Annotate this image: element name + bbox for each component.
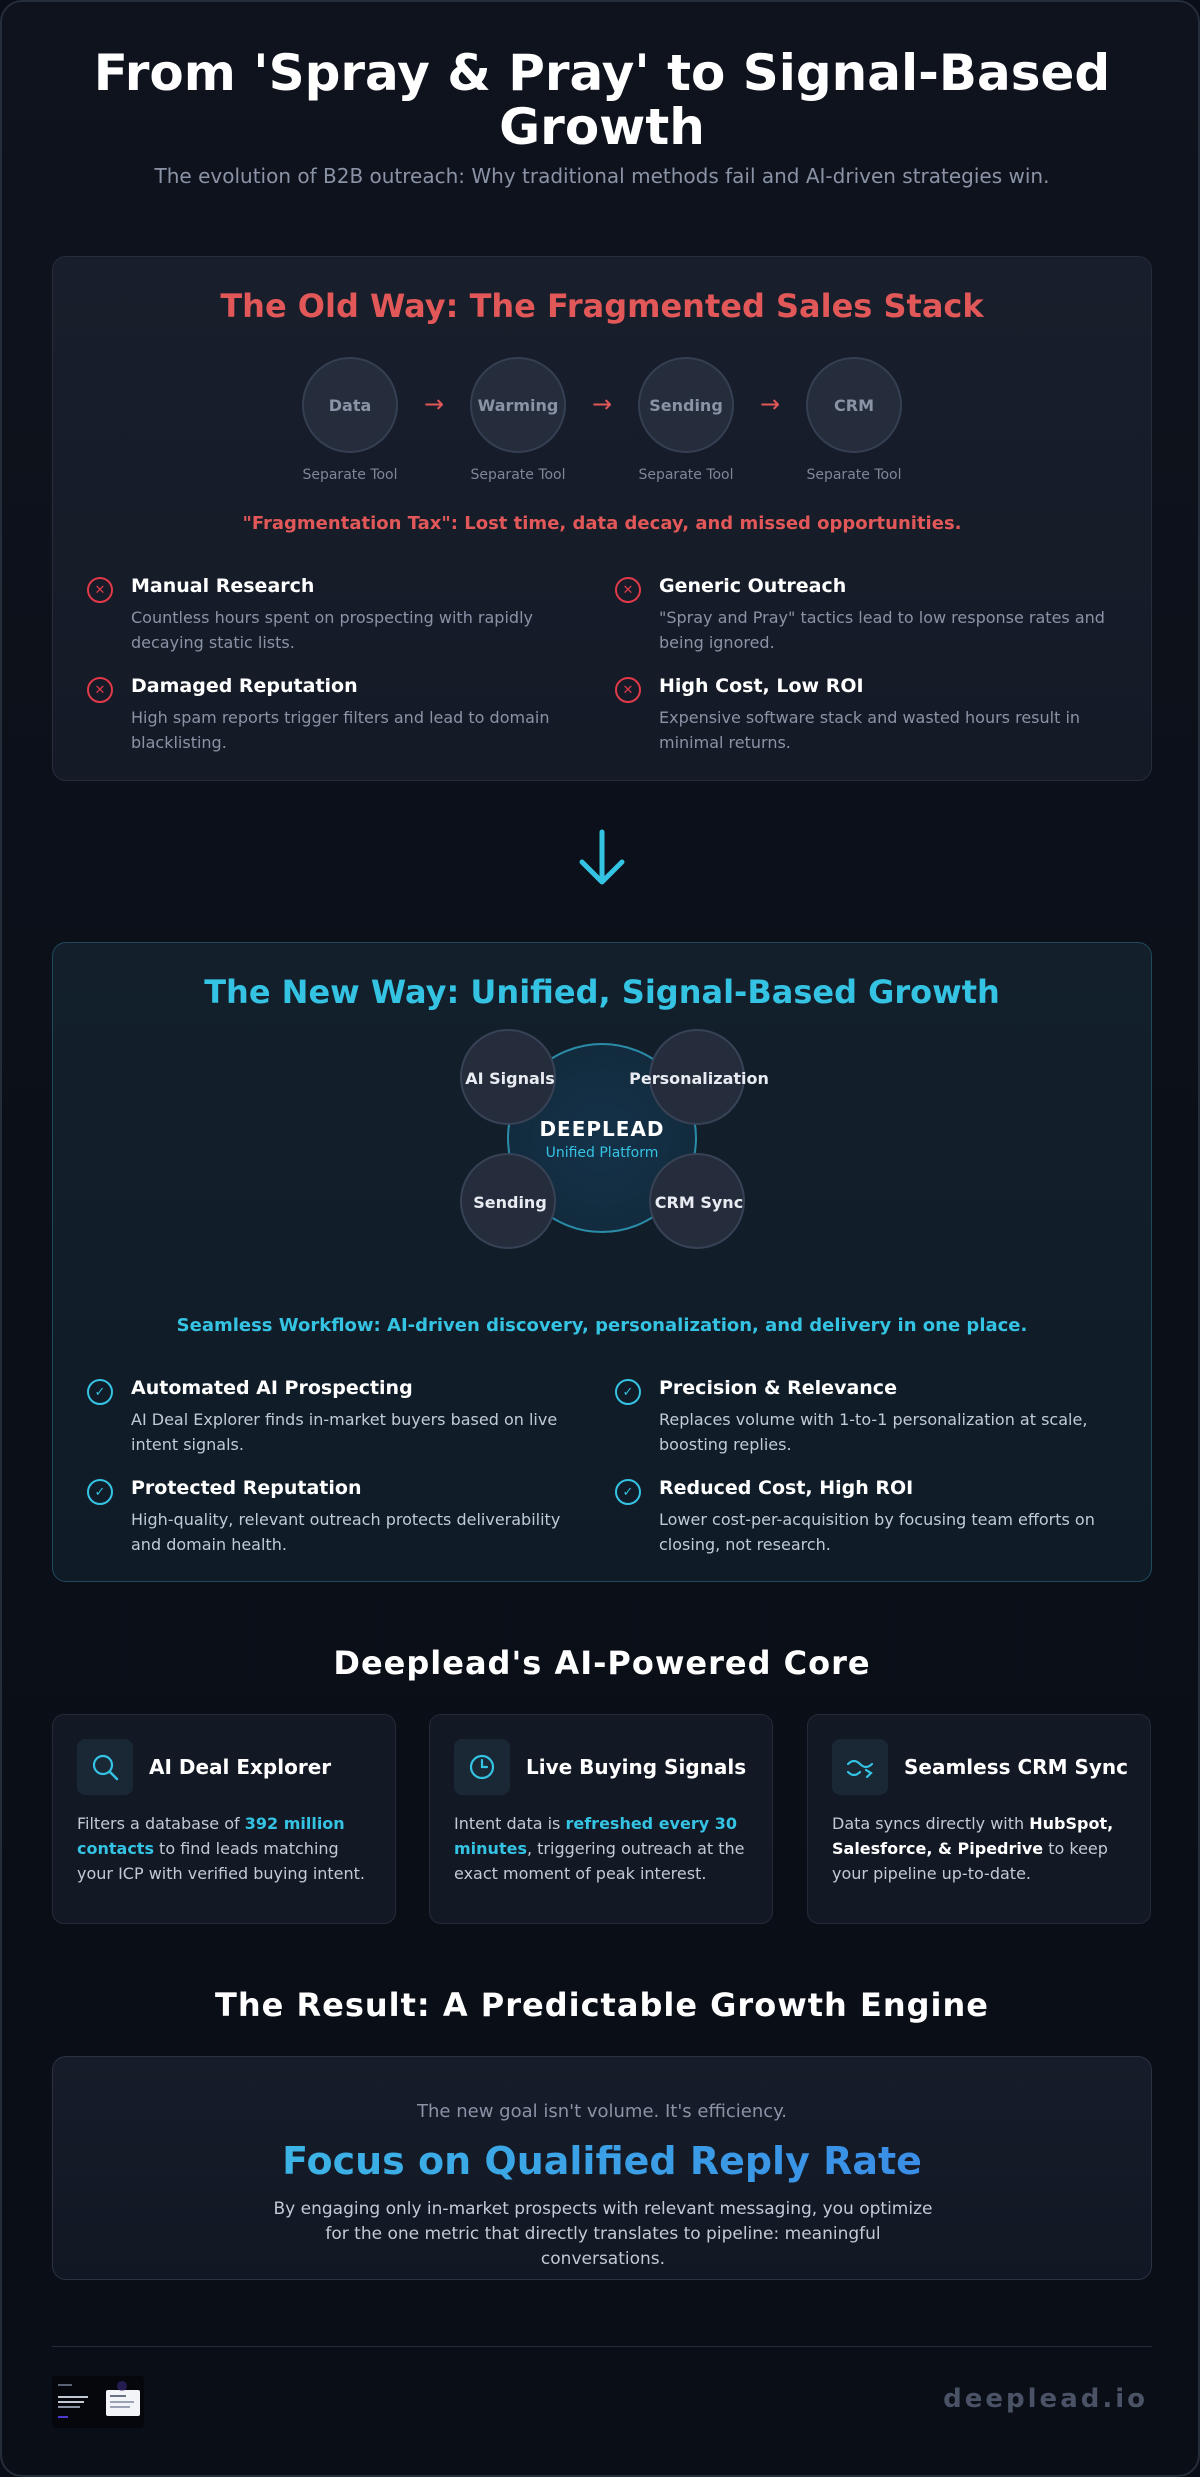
- x-circle-icon: ✕: [615, 577, 641, 603]
- item-title: High Cost, Low ROI: [659, 675, 864, 697]
- item-desc: "Spray and Pray" tactics lead to low res…: [659, 608, 1105, 652]
- hub-name: DEEPLEAD: [539, 1117, 665, 1141]
- check-circle-icon: ✓: [87, 1379, 113, 1405]
- core-card-buying-signals: Live Buying Signals Intent data is refre…: [429, 1714, 773, 1924]
- handshake-icon: [832, 1739, 888, 1795]
- check-circle-icon: ✓: [615, 1379, 641, 1405]
- core-card-text: Data syncs directly with HubSpot, Salesf…: [832, 1814, 1114, 1883]
- flow-circle: Data: [302, 357, 398, 453]
- result-section-title: The Result: A Predictable Growth Engine: [215, 1986, 989, 2024]
- satellite-sending: Sending: [460, 1153, 556, 1249]
- item-desc: High-quality, relevant outreach protects…: [131, 1510, 561, 1554]
- arrow-right-icon: →: [591, 390, 613, 418]
- flow-node-crm: CRM Separate Tool: [806, 357, 902, 483]
- flow-node-sending: Sending Separate Tool: [638, 357, 734, 483]
- page-subtitle: The evolution of B2B outreach: Why tradi…: [154, 164, 1050, 188]
- seamless-workflow-note: Seamless Workflow: AI-driven discovery, …: [176, 1315, 1028, 1336]
- core-card-crm-sync: Seamless CRM Sync Data syncs directly wi…: [807, 1714, 1151, 1924]
- core-card-text: Filters a database of 392 million contac…: [77, 1814, 366, 1883]
- result-intro: The new goal isn't volume. It's efficien…: [417, 2101, 787, 2122]
- thumbnail-image: [52, 2376, 144, 2428]
- new-way-title: The New Way: Unified, Signal-Based Growt…: [204, 973, 1000, 1011]
- footer-divider: [52, 2346, 1152, 2347]
- item-title: Protected Reputation: [131, 1477, 362, 1499]
- satellite-crm-sync: CRM Sync: [649, 1153, 745, 1249]
- flow-circle: Sending: [638, 357, 734, 453]
- item-title: Automated AI Prospecting: [131, 1377, 413, 1399]
- satellite-ai-signals: AI Signals: [460, 1029, 556, 1125]
- item-title: Generic Outreach: [659, 575, 847, 597]
- arrow-right-icon: →: [759, 390, 781, 418]
- satellite-label: AI Signals: [465, 1069, 555, 1088]
- page-title: From 'Spray & Pray' to Signal-Based Grow…: [93, 44, 1111, 156]
- core-card-text: Intent data is refreshed every 30 minute…: [454, 1814, 745, 1883]
- core-card-title: Live Buying Signals: [526, 1755, 747, 1779]
- result-card: The new goal isn't volume. It's efficien…: [52, 2056, 1152, 2280]
- flow-node-data: Data Separate Tool: [302, 357, 398, 483]
- arrow-down-icon: [579, 829, 625, 885]
- core-card-title: Seamless CRM Sync: [904, 1755, 1128, 1779]
- arrow-right-icon: →: [423, 390, 445, 418]
- item-desc: Lower cost-per-acquisition by focusing t…: [659, 1510, 1095, 1554]
- hub-subtitle: Unified Platform: [545, 1145, 659, 1161]
- satellite-label: Sending: [473, 1193, 547, 1212]
- old-way-card: The Old Way: The Fragmented Sales Stack …: [52, 256, 1152, 781]
- core-card-title: AI Deal Explorer: [149, 1755, 332, 1779]
- core-card-deal-explorer: AI Deal Explorer Filters a database of 3…: [52, 1714, 396, 1924]
- result-headline: Focus on Qualified Reply Rate: [53, 2139, 1151, 2183]
- search-icon: [77, 1739, 133, 1795]
- item-title: Precision & Relevance: [659, 1377, 897, 1399]
- item-desc: AI Deal Explorer finds in-market buyers …: [131, 1410, 558, 1454]
- item-desc: Countless hours spent on prospecting wit…: [131, 608, 533, 652]
- flow-caption: Separate Tool: [638, 467, 734, 483]
- flow-circle: Warming: [470, 357, 566, 453]
- x-circle-icon: ✕: [87, 577, 113, 603]
- flow-caption: Separate Tool: [470, 467, 566, 483]
- item-desc: High spam reports trigger filters and le…: [131, 708, 550, 752]
- satellite-label: Personalization: [629, 1069, 769, 1088]
- flow-caption: Separate Tool: [806, 467, 902, 483]
- check-circle-icon: ✓: [615, 1479, 641, 1505]
- flow-circle: CRM: [806, 357, 902, 453]
- x-circle-icon: ✕: [615, 677, 641, 703]
- brand-logo-text: deeplead.io: [943, 2384, 1148, 2414]
- result-description: By engaging only in-market prospects wit…: [273, 2199, 933, 2269]
- fragmentation-tax-note: "Fragmentation Tax": Lost time, data dec…: [242, 513, 962, 534]
- item-desc: Expensive software stack and wasted hour…: [659, 708, 1081, 752]
- item-title: Manual Research: [131, 575, 315, 597]
- x-circle-icon: ✕: [87, 677, 113, 703]
- item-title: Reduced Cost, High ROI: [659, 1477, 914, 1499]
- new-way-card: The New Way: Unified, Signal-Based Growt…: [52, 942, 1152, 1582]
- satellite-label: CRM Sync: [654, 1193, 744, 1212]
- clock-icon: [454, 1739, 510, 1795]
- item-title: Damaged Reputation: [131, 675, 358, 697]
- satellite-personalization: Personalization: [629, 1029, 769, 1125]
- core-section-title: Deeplead's AI-Powered Core: [333, 1644, 871, 1682]
- check-circle-icon: ✓: [87, 1479, 113, 1505]
- item-desc: Replaces volume with 1-to-1 personalizat…: [659, 1410, 1088, 1454]
- flow-caption: Separate Tool: [302, 467, 398, 483]
- old-way-title: The Old Way: The Fragmented Sales Stack: [220, 287, 984, 325]
- flow-node-warming: Warming Separate Tool: [470, 357, 566, 483]
